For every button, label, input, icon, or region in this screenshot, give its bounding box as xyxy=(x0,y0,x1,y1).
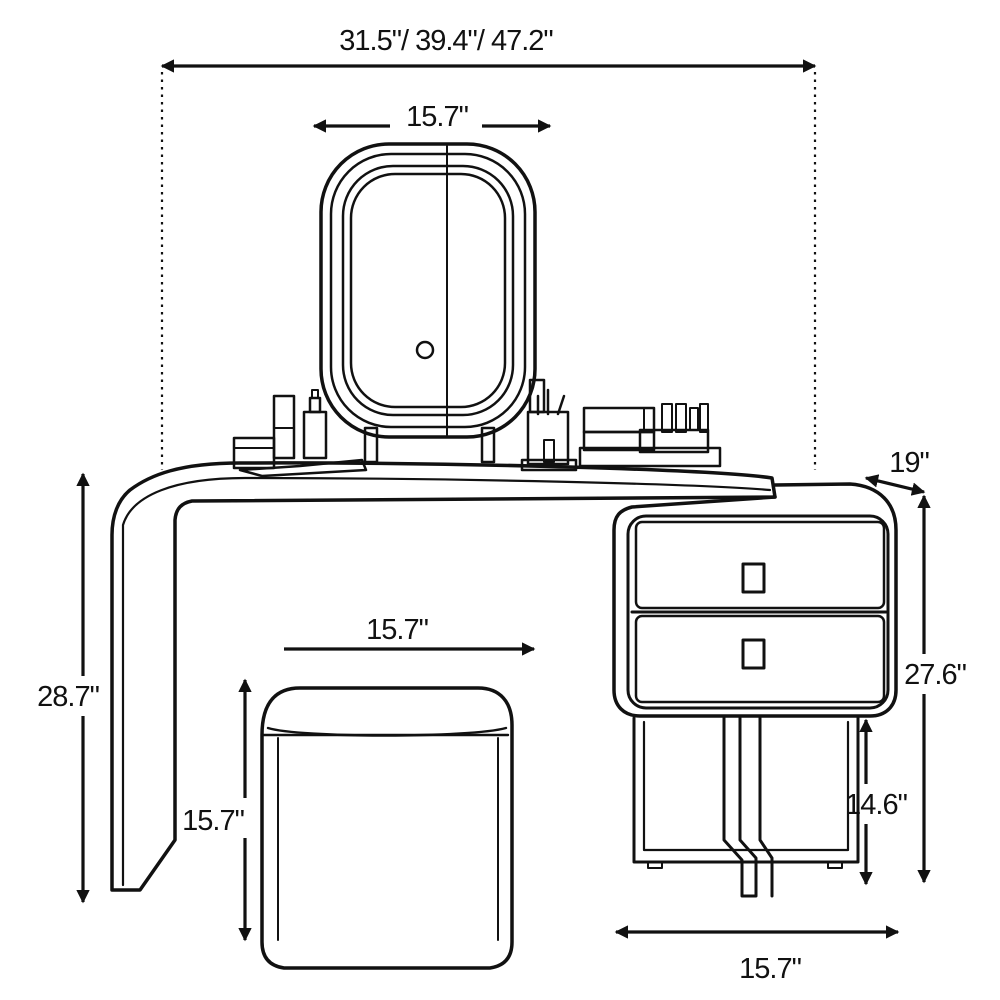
mirror-width-dimension: 15.7" xyxy=(312,101,552,133)
cabinet-height-label: 27.6" xyxy=(904,659,966,691)
desk-height-label: 28.7" xyxy=(37,681,99,713)
stool-height-label: 15.7" xyxy=(182,805,244,837)
cabinet-width-label: 15.7" xyxy=(739,953,801,985)
vanity-desk xyxy=(110,461,898,892)
leg-height-label: 14.6" xyxy=(845,789,907,821)
drawer-handle-icon xyxy=(741,562,766,594)
cabinet-width-dimension: 15.7" xyxy=(614,925,900,985)
mirror-touch-button-icon xyxy=(415,340,435,360)
cosmetics-cup xyxy=(520,378,578,472)
stool-height-dimension: 15.7" xyxy=(178,678,252,942)
stool xyxy=(260,686,514,970)
drawer-handle-icon xyxy=(741,638,766,670)
desk-height-dimension: 28.7" xyxy=(33,472,101,904)
total-width-dimension: 31.5"/ 39.4"/ 47.2" xyxy=(160,20,817,470)
stool-width-dimension: 15.7" xyxy=(284,614,536,656)
cabinet-height-dimension: 27.6" xyxy=(900,494,972,884)
cosmetics-left xyxy=(232,389,368,478)
drawer-top xyxy=(634,520,886,610)
leg-height-dimension: 14.6" xyxy=(840,718,912,886)
stool-width-label: 15.7" xyxy=(366,614,428,646)
cabinet-base-frame xyxy=(632,716,860,898)
mirror-width-label: 15.7" xyxy=(406,101,468,133)
led-mirror xyxy=(319,142,537,464)
depth-dimension: 19" xyxy=(864,447,930,496)
total-width-label: 31.5"/ 39.4"/ 47.2" xyxy=(339,25,553,57)
depth-label: 19" xyxy=(889,447,929,479)
drawer-bottom xyxy=(634,614,886,704)
cosmetics-organizer xyxy=(578,403,722,468)
